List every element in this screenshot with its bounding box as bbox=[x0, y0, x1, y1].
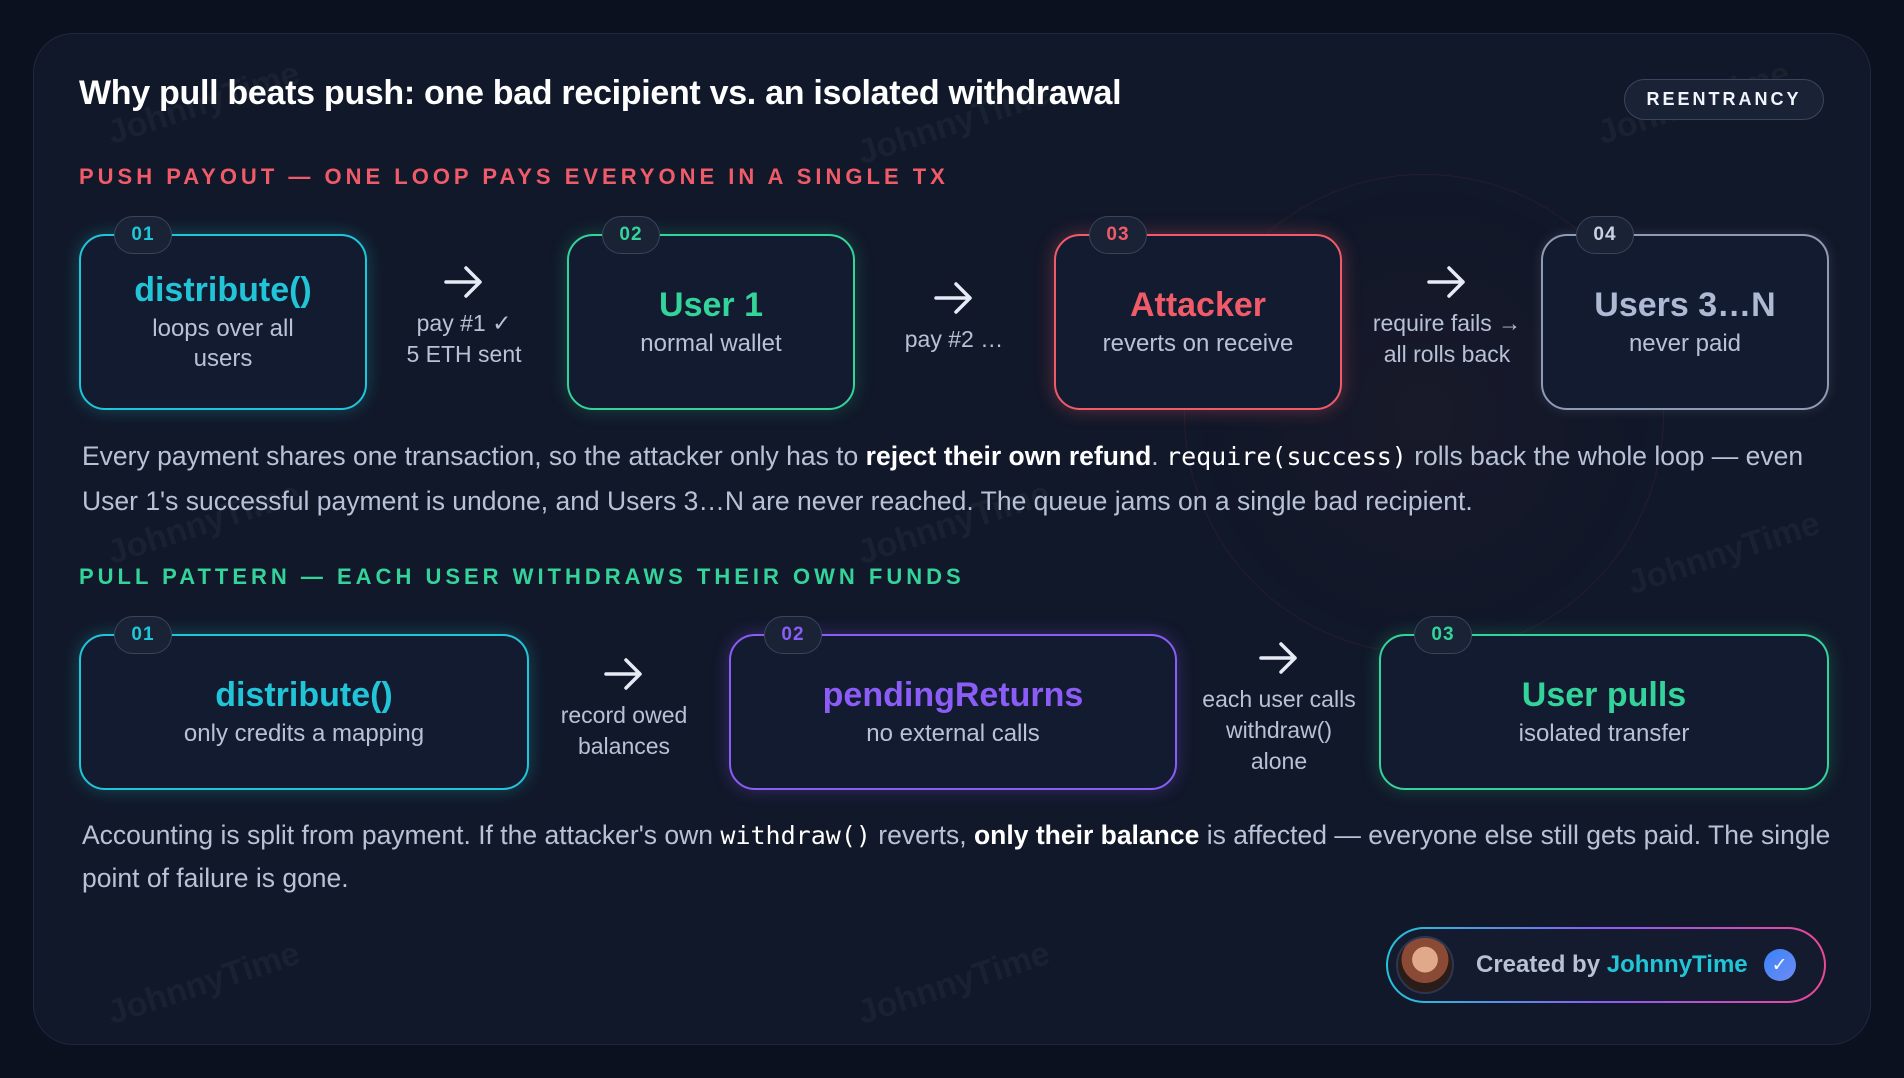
pull-connector-2: each user calls withdraw() alone bbox=[1184, 638, 1374, 777]
node-subtitle: only credits a mapping bbox=[184, 719, 424, 749]
push-section-label: PUSH PAYOUT — ONE LOOP PAYS EVERYONE IN … bbox=[79, 164, 949, 190]
push-connector-1: pay #1 ✓ 5 ETH sent bbox=[389, 262, 539, 370]
arrow-right-icon bbox=[932, 278, 976, 318]
step-number: 02 bbox=[602, 216, 660, 254]
creator-name: JohnnyTime bbox=[1607, 951, 1748, 978]
node-subtitle: no external calls bbox=[866, 719, 1039, 749]
node-subtitle: isolated transfer bbox=[1519, 719, 1690, 749]
step-number: 01 bbox=[114, 616, 172, 654]
push-node-users-rest: 04 Users 3…N never paid bbox=[1541, 234, 1829, 410]
node-title: pendingReturns bbox=[823, 675, 1084, 715]
creator-text: Created by JohnnyTime bbox=[1476, 951, 1748, 979]
push-node-attacker: 03 Attacker reverts on receive bbox=[1054, 234, 1342, 410]
code-snippet: withdraw() bbox=[720, 821, 871, 850]
arrow-right-icon bbox=[442, 262, 486, 302]
connector-label: each user calls withdraw() alone bbox=[1202, 684, 1355, 777]
topic-tag: REENTRANCY bbox=[1624, 79, 1824, 120]
arrow-right-icon bbox=[1425, 262, 1469, 302]
node-title: Users 3…N bbox=[1594, 285, 1775, 325]
watermark: JohnnyTime bbox=[103, 934, 305, 1033]
text-run: . bbox=[1151, 441, 1166, 471]
text-run: Every payment shares one transaction, so… bbox=[82, 441, 866, 471]
step-number: 02 bbox=[764, 616, 822, 654]
step-number: 04 bbox=[1576, 216, 1634, 254]
code-snippet: require(success) bbox=[1166, 442, 1407, 471]
page-title: Why pull beats push: one bad recipient v… bbox=[79, 74, 1121, 113]
connector-label: pay #1 ✓ 5 ETH sent bbox=[406, 308, 521, 370]
connector-label: require fails → all rolls back bbox=[1373, 308, 1521, 370]
emphasis: only their balance bbox=[974, 820, 1199, 850]
arrow-right-icon bbox=[602, 654, 646, 694]
main-panel: JohnnyTime JohnnyTime JohnnyTime JohnnyT… bbox=[33, 33, 1871, 1045]
node-title: User 1 bbox=[659, 285, 763, 325]
step-number: 01 bbox=[114, 216, 172, 254]
arrow-right-icon bbox=[1257, 638, 1301, 678]
push-connector-3: require fails → all rolls back bbox=[1354, 262, 1540, 370]
text-run: Accounting is split from payment. If the… bbox=[82, 820, 720, 850]
emphasis: reject their own refund bbox=[866, 441, 1152, 471]
pull-section-label: PULL PATTERN — EACH USER WITHDRAWS THEIR… bbox=[79, 564, 965, 590]
node-title: User pulls bbox=[1522, 675, 1686, 715]
avatar bbox=[1396, 936, 1454, 994]
watermark: JohnnyTime bbox=[853, 934, 1055, 1033]
creator-badge[interactable]: Created by JohnnyTime ✓ bbox=[1386, 927, 1826, 1003]
push-node-user1: 02 User 1 normal wallet bbox=[567, 234, 855, 410]
node-title: distribute() bbox=[215, 675, 393, 715]
node-subtitle: reverts on receive bbox=[1103, 329, 1294, 359]
node-title: distribute() bbox=[134, 270, 312, 310]
pull-node-pending-returns: 02 pendingReturns no external calls bbox=[729, 634, 1177, 790]
pull-node-user-pulls: 03 User pulls isolated transfer bbox=[1379, 634, 1829, 790]
step-number: 03 bbox=[1089, 216, 1147, 254]
creator-prefix: Created by bbox=[1476, 951, 1607, 978]
step-number: 03 bbox=[1414, 616, 1472, 654]
connector-label: record owed balances bbox=[561, 700, 688, 762]
pull-explanation: Accounting is split from payment. If the… bbox=[82, 814, 1842, 899]
node-subtitle: never paid bbox=[1629, 329, 1741, 359]
pull-connector-1: record owed balances bbox=[549, 654, 699, 762]
push-explanation: Every payment shares one transaction, so… bbox=[82, 434, 1842, 523]
node-subtitle: loops over all users bbox=[152, 314, 293, 374]
verified-check-icon: ✓ bbox=[1764, 949, 1796, 981]
pull-node-distribute: 01 distribute() only credits a mapping bbox=[79, 634, 529, 790]
connector-label: pay #2 … bbox=[905, 324, 1003, 355]
node-subtitle: normal wallet bbox=[640, 329, 781, 359]
push-connector-2: pay #2 … bbox=[879, 278, 1029, 355]
creator-badge-inner: Created by JohnnyTime ✓ bbox=[1388, 929, 1824, 1001]
text-run: reverts, bbox=[871, 820, 974, 850]
push-node-distribute: 01 distribute() loops over all users bbox=[79, 234, 367, 410]
node-title: Attacker bbox=[1130, 285, 1266, 325]
